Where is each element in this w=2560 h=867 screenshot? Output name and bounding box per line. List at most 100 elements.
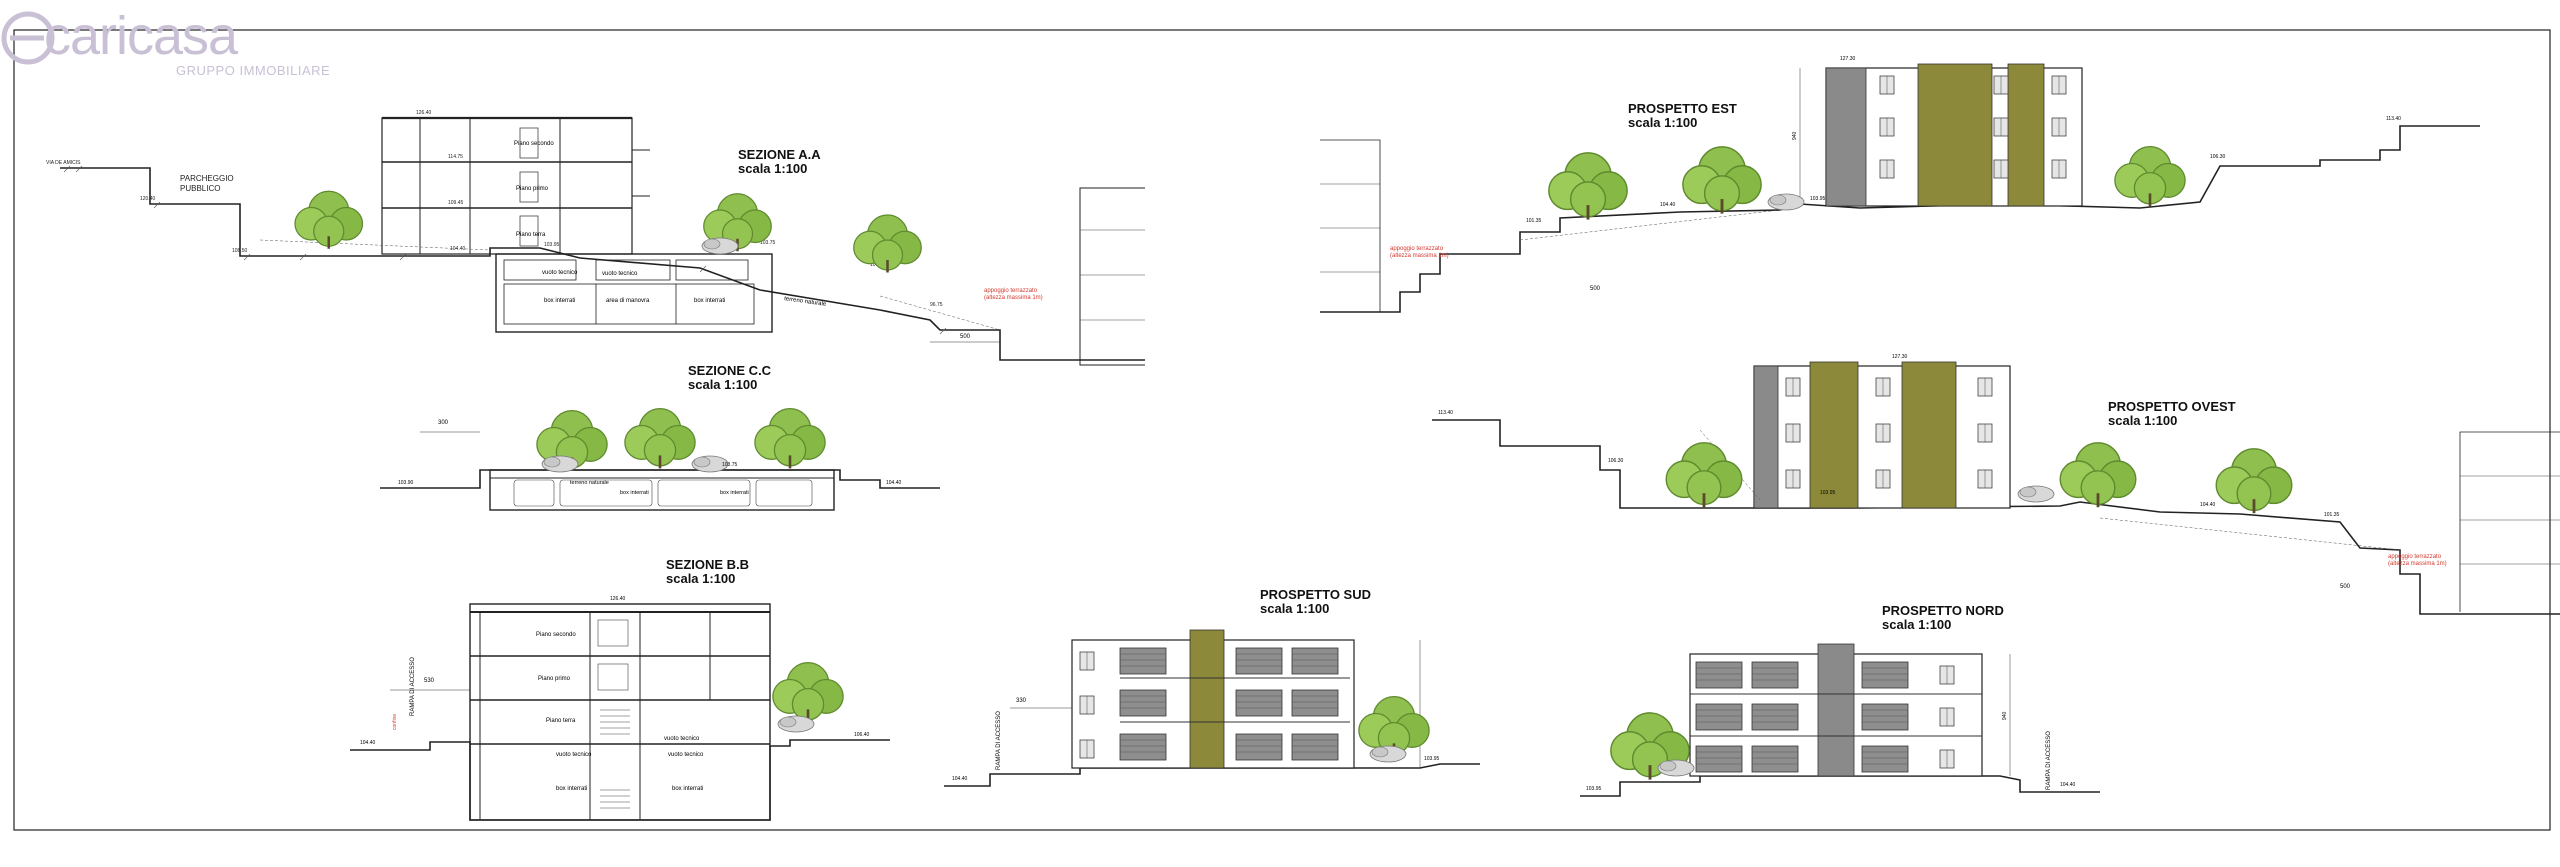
svg-text:113.40: 113.40 xyxy=(1438,410,1453,416)
svg-text:vuoto tecnico: vuoto tecnico xyxy=(556,752,592,758)
svg-text:confine: confine xyxy=(392,714,398,730)
svg-text:box interrati: box interrati xyxy=(694,298,725,304)
svg-text:104.40: 104.40 xyxy=(2060,782,2076,788)
svg-text:vuoto tecnico: vuoto tecnico xyxy=(542,270,578,276)
svg-text:(altezza massima 1m): (altezza massima 1m) xyxy=(1390,253,1449,259)
sezione-bb-title: SEZIONE B.B scala 1:100 xyxy=(666,558,749,586)
svg-text:104.40: 104.40 xyxy=(1660,202,1676,208)
svg-text:101.35: 101.35 xyxy=(2324,512,2340,518)
brand-subtitle: GRUPPO IMMOBILIARE xyxy=(176,63,331,78)
sezione-bb-scale: scala 1:100 xyxy=(666,571,736,586)
prospetto-sud-name: PROSPETTO SUD xyxy=(1260,587,1372,602)
svg-text:500: 500 xyxy=(1590,286,1601,292)
svg-text:appoggio terrazzato: appoggio terrazzato xyxy=(984,288,1038,294)
svg-text:330: 330 xyxy=(1016,698,1027,704)
svg-text:126.40: 126.40 xyxy=(610,596,626,602)
svg-text:106.30: 106.30 xyxy=(1608,458,1624,464)
svg-text:104.40: 104.40 xyxy=(2200,502,2216,508)
prospetto-est-name: PROSPETTO EST xyxy=(1628,101,1737,116)
prospetto-sud-title: PROSPETTO SUD scala 1:100 xyxy=(1260,588,1371,616)
sezione-aa-name: SEZIONE A.A xyxy=(738,147,821,162)
svg-text:103.95: 103.95 xyxy=(1586,786,1602,792)
svg-text:96.75: 96.75 xyxy=(930,302,943,308)
section-cc-drawing: terreno naturale box interrati box inter… xyxy=(380,407,940,511)
svg-text:box interrati: box interrati xyxy=(544,298,575,304)
svg-text:RAMPA DI ACCESSO: RAMPA DI ACCESSO xyxy=(996,711,1002,770)
svg-text:103.75: 103.75 xyxy=(722,462,738,468)
svg-text:103.95: 103.95 xyxy=(1810,196,1826,202)
svg-text:box interrati: box interrati xyxy=(556,786,587,792)
prospetto-est-title: PROSPETTO EST scala 1:100 xyxy=(1628,102,1737,130)
svg-text:101.35: 101.35 xyxy=(1526,218,1542,224)
prospetto-est-scale: scala 1:100 xyxy=(1628,115,1698,130)
brand-mark-icon xyxy=(1,11,55,65)
svg-text:PARCHEGGIO: PARCHEGGIO xyxy=(180,174,234,183)
svg-text:RAMPA DI ACCESSO: RAMPA DI ACCESSO xyxy=(2046,731,2052,790)
svg-text:box interrati: box interrati xyxy=(672,786,703,792)
brand-logo: caricasa GRUPPO IMMOBILIARE xyxy=(0,0,340,80)
svg-text:terreno naturale: terreno naturale xyxy=(784,296,827,308)
svg-text:104.40: 104.40 xyxy=(450,246,466,252)
prospetto-ovest-scale: scala 1:100 xyxy=(2108,413,2178,428)
svg-text:300: 300 xyxy=(438,420,449,426)
svg-text:114.75: 114.75 xyxy=(448,154,463,160)
svg-text:106.40: 106.40 xyxy=(854,732,870,738)
section-bb-drawing: Piano secondo Piano primo Piano terra vu… xyxy=(350,596,890,821)
svg-text:109.45: 109.45 xyxy=(448,200,464,206)
svg-text:area di manovra: area di manovra xyxy=(606,298,650,304)
svg-text:Piano primo: Piano primo xyxy=(538,676,571,682)
svg-text:104.40: 104.40 xyxy=(952,776,968,782)
section-aa-drawing: Piano secondo Piano primo Piano terra vu… xyxy=(46,110,1145,366)
brand-name: caricasa xyxy=(44,6,238,66)
svg-text:940: 940 xyxy=(1792,131,1798,140)
svg-text:940: 940 xyxy=(2002,711,2008,720)
prospetto-est-drawing: 940 500 appoggio terrazzato (altezza mas… xyxy=(1320,56,2480,313)
svg-text:120.40: 120.40 xyxy=(140,196,156,202)
parcheggio-label: PARCHEGGIO PUBBLICO xyxy=(180,174,234,193)
prospetto-sud-scale: scala 1:100 xyxy=(1260,601,1330,616)
svg-text:103.90: 103.90 xyxy=(398,480,414,486)
svg-text:Piano terra: Piano terra xyxy=(546,718,576,724)
sheet-border xyxy=(13,29,2551,831)
svg-text:appoggio terrazzato: appoggio terrazzato xyxy=(1390,246,1444,252)
prospetto-nord-scale: scala 1:100 xyxy=(1882,617,1952,632)
prospetto-ovest-title: PROSPETTO OVEST scala 1:100 xyxy=(2108,400,2236,428)
svg-text:104.40: 104.40 xyxy=(360,740,376,746)
svg-text:RAMPA DI ACCESSO: RAMPA DI ACCESSO xyxy=(410,657,416,716)
sezione-aa-scale: scala 1:100 xyxy=(738,161,808,176)
svg-text:PUBBLICO: PUBBLICO xyxy=(180,184,220,193)
svg-text:terreno naturale: terreno naturale xyxy=(570,480,609,486)
svg-text:500: 500 xyxy=(960,334,971,340)
svg-text:Piano primo: Piano primo xyxy=(516,186,549,192)
svg-text:vuoto tecnico: vuoto tecnico xyxy=(668,752,704,758)
svg-text:Piano terra: Piano terra xyxy=(516,232,546,238)
sezione-bb-name: SEZIONE B.B xyxy=(666,557,750,572)
svg-text:106.30: 106.30 xyxy=(2210,154,2226,160)
svg-text:box interrati: box interrati xyxy=(620,490,649,496)
svg-text:vuoto tecnico: vuoto tecnico xyxy=(664,736,700,742)
svg-text:103.75: 103.75 xyxy=(760,240,776,246)
svg-text:(altezza massima 1m): (altezza massima 1m) xyxy=(984,295,1043,301)
svg-text:126.40: 126.40 xyxy=(416,110,432,116)
sezione-cc-title: SEZIONE C.C scala 1:100 xyxy=(688,364,771,392)
svg-text:103.95: 103.95 xyxy=(1424,756,1440,762)
svg-text:113.40: 113.40 xyxy=(2386,116,2401,122)
svg-text:Piano secondo: Piano secondo xyxy=(536,632,576,638)
svg-text:103.95: 103.95 xyxy=(1820,490,1836,496)
svg-text:(altezza massima 1m): (altezza massima 1m) xyxy=(2388,561,2447,567)
prospetto-ovest-drawing: 500 appoggio terrazzato (altezza massima… xyxy=(1432,354,2560,615)
svg-text:127.30: 127.30 xyxy=(1892,354,1908,360)
svg-text:box interrati: box interrati xyxy=(720,490,749,496)
svg-text:VIA DE AMICIS: VIA DE AMICIS xyxy=(46,160,81,166)
sezione-aa-title: SEZIONE A.A scala 1:100 xyxy=(738,148,821,176)
sezione-cc-scale: scala 1:100 xyxy=(688,377,758,392)
sezione-cc-name: SEZIONE C.C xyxy=(688,363,772,378)
prospetto-nord-drawing: 940 RAMPA DI ACCESSO 103.95 104.40 xyxy=(1580,643,2100,797)
svg-text:vuoto tecnico: vuoto tecnico xyxy=(602,271,638,277)
svg-text:127.30: 127.30 xyxy=(1840,56,1856,62)
prospetto-nord-title: PROSPETTO NORD scala 1:100 xyxy=(1882,604,2004,632)
prospetto-sud-drawing: 330 RAMPA DI ACCESSO 104.40 103.95 xyxy=(944,629,1480,787)
svg-text:500: 500 xyxy=(2340,584,2351,590)
